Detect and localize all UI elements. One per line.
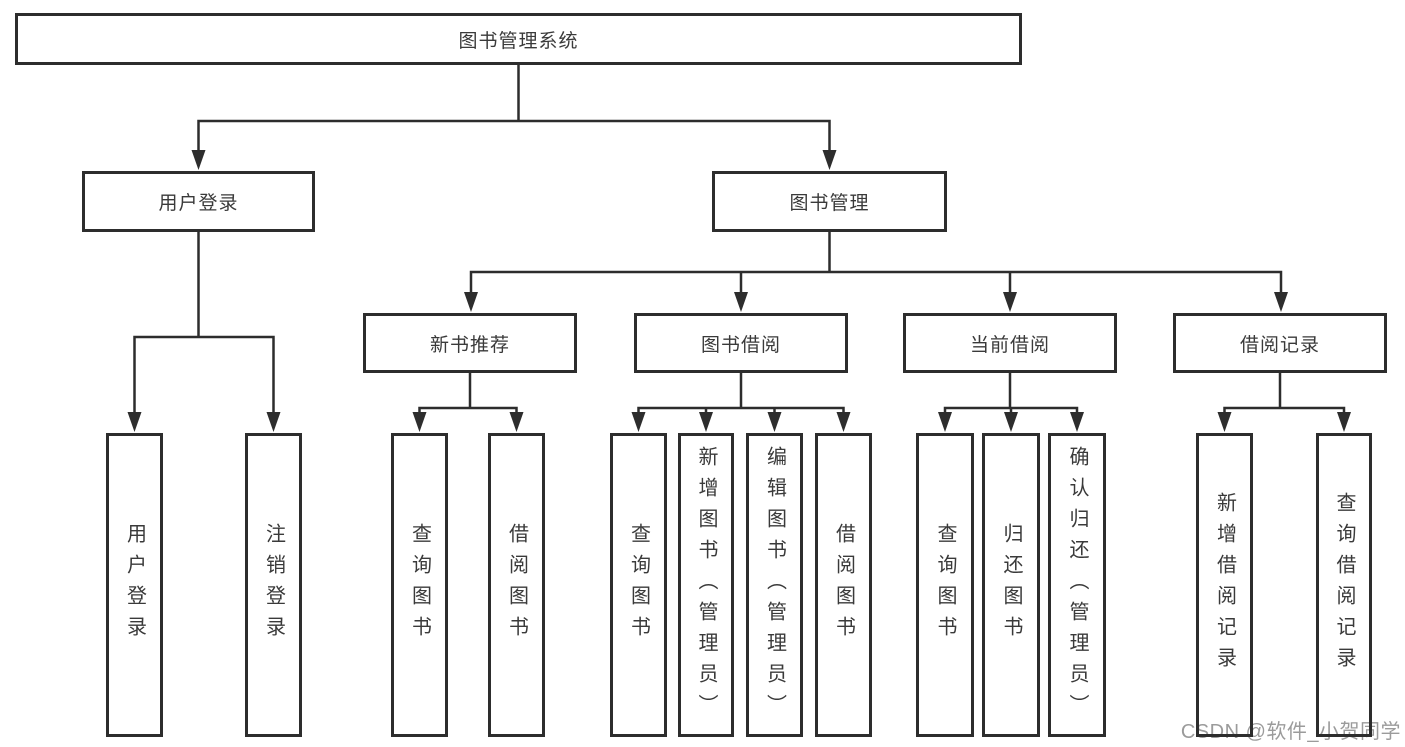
leaf-recommend-borrow-book: 借阅图书 xyxy=(488,433,545,737)
node-new-book-recommend: 新书推荐 xyxy=(363,313,577,373)
arrow-down-icon xyxy=(127,150,1351,432)
node-book-management: 图书管理 xyxy=(712,171,947,232)
leaf-confirm-return-admin: 确认归还（管理员） xyxy=(1048,433,1106,737)
leaf-current-query-book: 查询图书 xyxy=(916,433,974,737)
node-current-borrow: 当前借阅 xyxy=(903,313,1117,373)
leaf-logout: 注销登录 xyxy=(245,433,302,737)
leaf-borrow-query-book: 查询图书 xyxy=(610,433,667,737)
node-library-system: 图书管理系统 xyxy=(15,13,1022,65)
node-borrow-record: 借阅记录 xyxy=(1173,313,1387,373)
node-book-borrow: 图书借阅 xyxy=(634,313,848,373)
leaf-recommend-query-book: 查询图书 xyxy=(391,433,448,737)
leaf-return-book: 归还图书 xyxy=(982,433,1040,737)
csdn-watermark: CSDN @软件_小贺同学 xyxy=(1180,721,1401,743)
leaf-add-borrow-record: 新增借阅记录 xyxy=(1196,433,1253,737)
node-user-login: 用户登录 xyxy=(82,171,315,232)
leaf-borrow-book: 借阅图书 xyxy=(815,433,872,737)
leaf-user-login: 用户登录 xyxy=(106,433,163,737)
leaf-edit-book-admin: 编辑图书（管理员） xyxy=(746,433,803,737)
leaf-query-borrow-record: 查询借阅记录 xyxy=(1316,433,1372,737)
leaf-add-book-admin: 新增图书（管理员） xyxy=(678,433,734,737)
